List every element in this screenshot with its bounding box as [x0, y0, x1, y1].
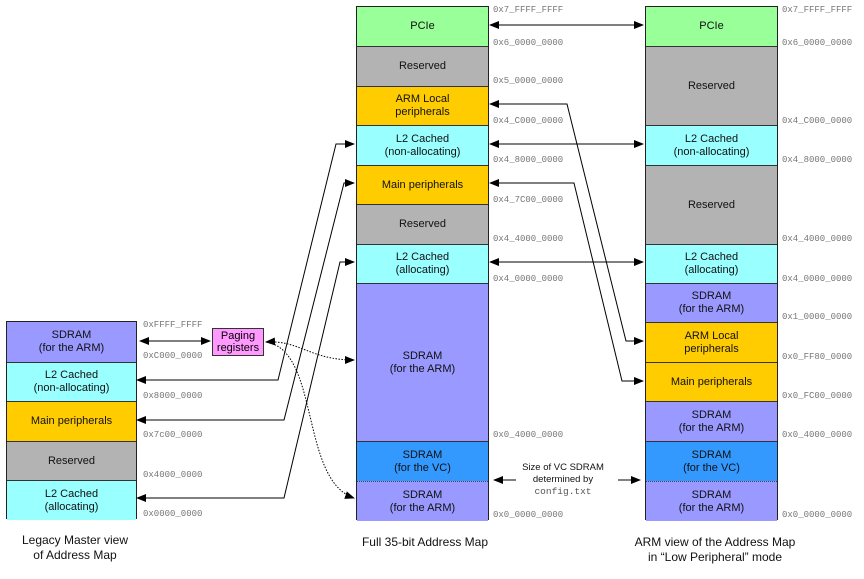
- legacy-caption: Legacy Master view of Address Map: [21, 533, 129, 562]
- arrow-legacy-l2nonalloc-to-full: [136, 140, 355, 384]
- full-caption: Full 35-bit Address Map: [361, 535, 489, 549]
- full-block-reserved: Reserved: [357, 46, 488, 86]
- arrow-arm-local-periph: [489, 100, 644, 345]
- config-file-name: config.txt: [534, 486, 592, 497]
- arm-block-reserved: Reserved: [646, 165, 777, 244]
- arm-address-label: 0x4_4000_0000: [782, 234, 853, 244]
- arrow-paging-to-full-sdram-upper: [265, 337, 355, 364]
- arm-address-label: 0x4_0000_0000: [782, 274, 853, 284]
- arrow-paging-to-full-sdram-lower: [265, 341, 355, 499]
- vc-note-line1: Size of VC SDRAM: [522, 462, 604, 473]
- arm-block-sdram-arm: SDRAM (for the ARM): [646, 481, 777, 521]
- arm-address-label: 0x0_0000_0000: [782, 510, 853, 520]
- arm-address-label: 0x4_8000_0000: [782, 155, 853, 165]
- arm-block-sdram-arm: SDRAM (for the ARM): [646, 283, 777, 322]
- vc-sdram-size-note: Size of VC SDRAM determined by config.tx…: [513, 462, 613, 498]
- legacy-block-l2cached: L2 Cached (allocating): [7, 480, 136, 520]
- arm-block-peripheral: Main peripherals: [646, 362, 777, 401]
- full-block-pcie: PCIe: [357, 7, 488, 46]
- legacy-address-map: SDRAM (for the ARM)L2 Cached (non-alloca…: [6, 321, 137, 520]
- legacy-block-sdram-arm: SDRAM (for the ARM): [7, 322, 136, 362]
- arm-block-sdram-arm: SDRAM (for the ARM): [646, 401, 777, 441]
- legacy-block-l2cached: L2 Cached (non-allocating): [7, 362, 136, 401]
- arrow-legacy-mainperiph-to-full: [136, 179, 355, 424]
- full-block-peripheral: Main peripherals: [357, 165, 488, 204]
- full-address-label: 0x0_4000_0000: [493, 430, 564, 440]
- legacy-address-label: 0x0000_0000: [143, 509, 203, 519]
- arm-block-pcie: PCIe: [646, 7, 777, 46]
- arm-address-label: 0x1_0000_0000: [782, 312, 853, 322]
- arm-address-label: 0x6_0000_0000: [782, 38, 853, 48]
- arrow-main-periph: [489, 179, 644, 385]
- full-block-sdram-vc: SDRAM (for the VC): [357, 441, 488, 481]
- full-address-label: 0x5_0000_0000: [493, 76, 564, 86]
- arm-address-label: 0x7_FFFF_FFFF: [782, 5, 853, 15]
- arrow-legacy-l2alloc-to-full: [136, 258, 355, 502]
- arm-caption: ARM view of the Address Map in “Low Peri…: [634, 535, 796, 564]
- full-address-label: 0x7_FFFF_FFFF: [493, 5, 564, 15]
- legacy-block-reserved: Reserved: [7, 441, 136, 480]
- full-address-label: 0x0_0000_0000: [493, 510, 564, 520]
- full-block-l2cached: L2 Cached (allocating): [357, 244, 488, 283]
- arm-block-l2cached: L2 Cached (allocating): [646, 244, 777, 283]
- full-block-sdram-arm: SDRAM (for the ARM): [357, 283, 488, 441]
- arm-address-label: 0x0_FC00_0000: [782, 391, 853, 401]
- full-block-l2cached: L2 Cached (non-allocating): [357, 125, 488, 165]
- legacy-block-peripheral: Main peripherals: [7, 401, 136, 441]
- full-address-label: 0x6_0000_0000: [493, 38, 564, 48]
- full-block-peripheral: ARM Local peripherals: [357, 86, 488, 125]
- vc-note-line2: determined by: [532, 474, 594, 485]
- arm-block-reserved: Reserved: [646, 46, 777, 125]
- full-block-reserved: Reserved: [357, 204, 488, 244]
- arm-block-l2cached: L2 Cached (non-allocating): [646, 125, 777, 165]
- arm-address-label: 0x0_4000_0000: [782, 430, 853, 440]
- full-block-sdram-arm: SDRAM (for the ARM): [357, 481, 488, 521]
- arm-block-sdram-vc: SDRAM (for the VC): [646, 441, 777, 481]
- arm-address-label: 0x4_C000_0000: [782, 116, 853, 126]
- arm-block-peripheral: ARM Local peripherals: [646, 322, 777, 362]
- arm-address-label: 0x0_FF80_0000: [782, 352, 853, 362]
